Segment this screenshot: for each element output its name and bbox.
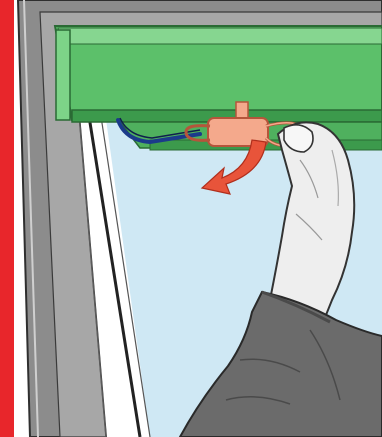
- accent-bar: [0, 0, 14, 437]
